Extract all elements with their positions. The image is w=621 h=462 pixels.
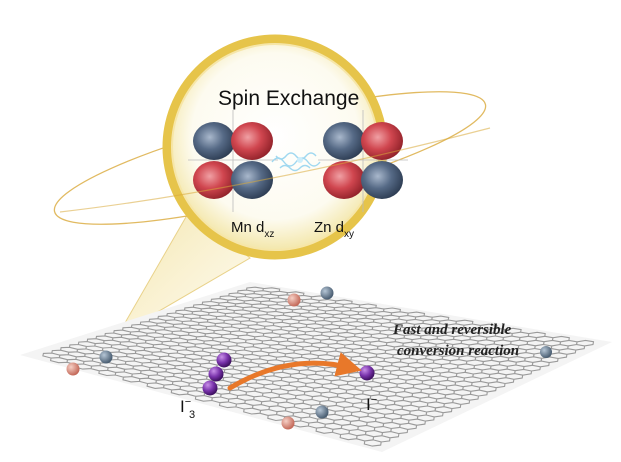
- zn-dxy-orbital: [318, 110, 408, 212]
- zn-atom: [315, 405, 329, 419]
- orbit-ring-front: [59, 127, 491, 213]
- iodine-molecule: [202, 352, 232, 396]
- iodine-atom: [208, 366, 224, 382]
- reactant-label: I−: [180, 396, 191, 416]
- mn-atom: [281, 416, 295, 430]
- orbital-lobe-red: [231, 122, 273, 160]
- mn-orbital-label: Mn dxz: [231, 219, 274, 240]
- bubble-title: Spin Exchange: [218, 87, 359, 110]
- reactant-subscript: 3: [189, 409, 195, 421]
- caption-line-1: Fast and reversible: [392, 322, 512, 338]
- mn-dxz-orbital: [188, 110, 278, 212]
- magnified-bubble: Spin Exchange Mn dxz: [162, 34, 408, 260]
- iodine-atom: [202, 380, 218, 396]
- zn-orbital-label: Zn dxy: [314, 219, 354, 240]
- dopant-atoms: [66, 286, 552, 430]
- orbital-lobe-red: [361, 122, 403, 160]
- spin-exchange-cloud: [271, 152, 321, 172]
- orbital-lobe-red: [193, 161, 235, 199]
- zn-atom: [99, 350, 113, 364]
- orbital-lobe-blue: [361, 161, 403, 199]
- iodide-ion: [359, 365, 375, 381]
- conversion-arrow: [227, 352, 362, 391]
- orbital-lobe-red: [323, 161, 365, 199]
- product-label: I−: [366, 394, 377, 414]
- caption-line-2: conversion reaction: [397, 343, 519, 359]
- graphene-sheet: [20, 282, 612, 452]
- graphene-plane: [20, 282, 612, 452]
- zn-atom: [320, 286, 334, 300]
- orbital-lobe-blue: [323, 122, 365, 160]
- orbital-lobe-blue: [231, 161, 273, 199]
- mn-atom: [287, 293, 301, 307]
- iodine-atom: [216, 352, 232, 368]
- zn-atom: [540, 346, 552, 358]
- orbital-lobe-blue: [193, 122, 235, 160]
- mn-atom: [66, 362, 80, 376]
